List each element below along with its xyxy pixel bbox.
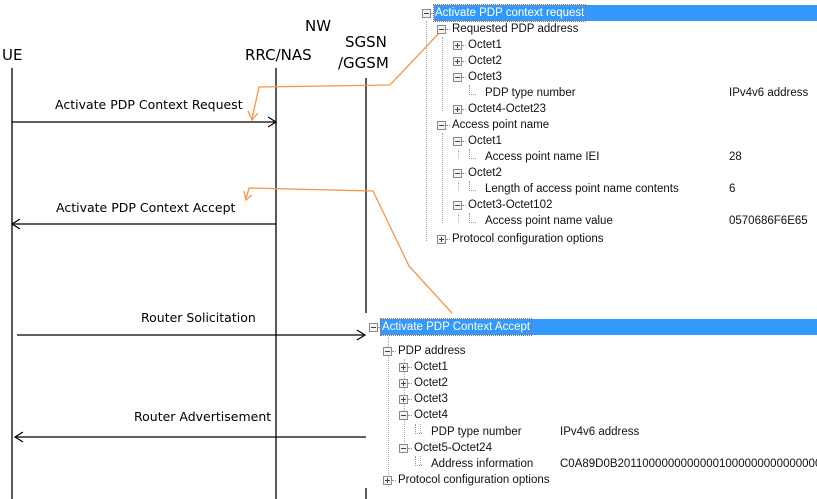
collapse-toggle-icon[interactable] xyxy=(437,25,446,34)
expand-toggle-icon[interactable] xyxy=(383,476,392,485)
collapse-toggle-icon[interactable] xyxy=(453,201,462,210)
message-label-router-solicitation: Router Solicitation xyxy=(141,310,256,325)
entity-ggsm: /GGSM xyxy=(338,54,389,72)
pdp-type-value: IPv4v6 address xyxy=(729,87,809,99)
request-tree-selection-bar xyxy=(434,5,817,21)
message-arrow-activate-request xyxy=(12,116,278,128)
collapse-toggle-icon[interactable] xyxy=(422,9,431,18)
collapse-toggle-icon[interactable] xyxy=(399,411,408,420)
collapse-toggle-icon[interactable] xyxy=(453,137,462,146)
collapse-toggle-icon[interactable] xyxy=(383,347,392,356)
message-label-router-advertisement: Router Advertisement xyxy=(134,409,272,424)
expand-toggle-icon[interactable] xyxy=(453,105,462,114)
expand-toggle-icon[interactable] xyxy=(453,41,462,50)
network-group-label: NW xyxy=(305,17,332,35)
entity-sgsn: SGSN xyxy=(345,33,387,51)
callout-accept xyxy=(243,187,453,314)
callout-request xyxy=(247,29,443,122)
message-arrow-router-advertisement xyxy=(13,431,366,443)
expand-toggle-icon[interactable] xyxy=(453,57,462,66)
apn-length-value: 6 xyxy=(729,183,736,195)
address-information-value: C0A89D0B20110000000000001000000000000000… xyxy=(560,458,817,470)
message-arrow-router-solicitation xyxy=(17,329,367,341)
apn-value: 0570686F6E65 xyxy=(729,215,808,227)
entity-rrc-nas: RRC/NAS xyxy=(245,46,312,64)
collapse-toggle-icon[interactable] xyxy=(453,73,462,82)
expand-toggle-icon[interactable] xyxy=(399,363,408,372)
collapse-toggle-icon[interactable] xyxy=(399,444,408,453)
message-label-activate-accept: Activate PDP Context Accept xyxy=(56,200,236,215)
message-arrow-activate-accept xyxy=(10,218,276,230)
expand-toggle-icon[interactable] xyxy=(437,235,446,244)
tree-root-label: Activate PDP Context Accept xyxy=(379,318,533,336)
expand-toggle-icon[interactable] xyxy=(399,395,408,404)
message-label-activate-request: Activate PDP Context Request xyxy=(55,97,243,112)
pdp-type-value: IPv4v6 address xyxy=(560,426,640,438)
expand-toggle-icon[interactable] xyxy=(399,379,408,388)
collapse-toggle-icon[interactable] xyxy=(437,121,446,130)
collapse-toggle-icon[interactable] xyxy=(453,169,462,178)
tree-root-label: Activate PDP context request xyxy=(432,4,587,22)
accept-tree-selection-bar xyxy=(380,319,817,335)
entity-ue: UE xyxy=(2,46,23,64)
collapse-toggle-icon[interactable] xyxy=(369,323,378,332)
apn-iei-value: 28 xyxy=(729,151,742,163)
